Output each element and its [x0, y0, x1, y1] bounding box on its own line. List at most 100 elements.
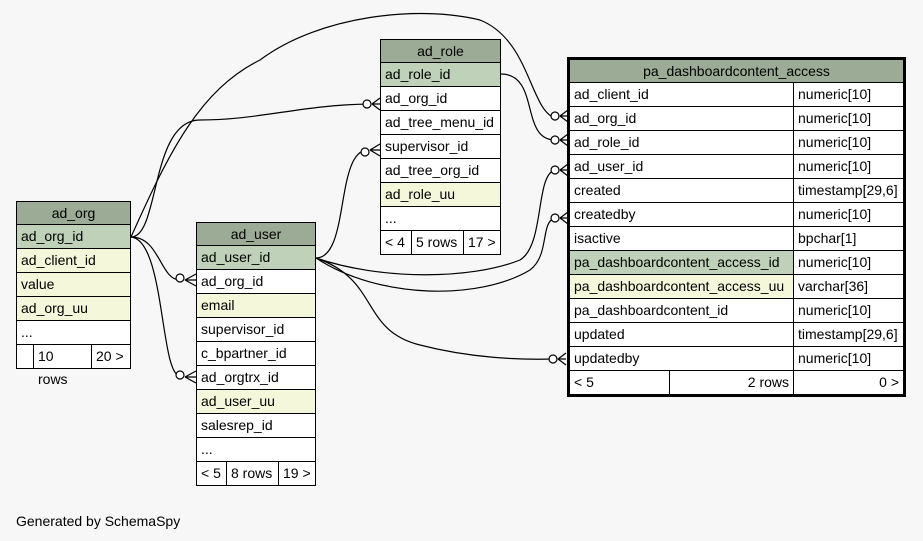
- column-name: updated: [570, 323, 794, 346]
- column-type: numeric[10]: [798, 110, 872, 126]
- column-row: ad_user_id: [197, 246, 315, 270]
- footer-prev[interactable]: < 5: [197, 462, 227, 485]
- column-name: ad_role_id: [570, 131, 794, 154]
- column-row: ad_role_id: [381, 63, 500, 87]
- link-end-circle: [550, 135, 560, 145]
- column-type: numeric[10]: [798, 134, 872, 150]
- column-name: pa_dashboardcontent_access_uu: [570, 275, 794, 298]
- crowfoot-arrow: [559, 133, 569, 147]
- column-type: numeric[10]: [798, 206, 872, 222]
- link-org-user-org: [130, 236, 181, 281]
- crowfoot-arrow: [559, 163, 569, 177]
- column-row: salesrep_id: [197, 414, 315, 438]
- table-title: ad_user: [197, 223, 315, 246]
- crowfoot-arrow: [371, 97, 381, 111]
- link-end-circle: [548, 354, 558, 364]
- crowfoot-arrow: [559, 109, 569, 123]
- link-user-pa-createdby: [315, 217, 556, 292]
- column-type: varchar[36]: [798, 278, 869, 294]
- footer-prev[interactable]: < 5: [570, 371, 670, 394]
- column-row: ad_user_uu: [197, 390, 315, 414]
- column-name: created: [570, 179, 794, 202]
- column-row: email: [197, 294, 315, 318]
- column-row: ...: [197, 438, 315, 462]
- column-name: pa_dashboardcontent_id: [570, 299, 794, 322]
- table-title: ad_org: [17, 202, 130, 225]
- footer-rows: 2 rows: [670, 371, 794, 394]
- column-type: numeric[10]: [798, 158, 872, 174]
- column-row: ad_org_uu: [17, 297, 130, 321]
- crowfoot-arrow: [184, 273, 197, 287]
- column-name: ad_client_id: [570, 83, 794, 106]
- column-name: pa_dashboardcontent_access_id: [570, 251, 794, 274]
- column-type: numeric[10]: [798, 254, 872, 270]
- column-row: ad_org_id: [381, 87, 500, 111]
- table-footer: < 5 8 rows 19 >: [197, 462, 315, 485]
- link-end-circle: [175, 370, 185, 380]
- table-ad-user[interactable]: ad_user ad_user_id ad_org_id email super…: [196, 222, 316, 486]
- column-row: supervisor_id: [197, 318, 315, 342]
- footer-prev[interactable]: < 4: [381, 231, 412, 254]
- column-type: numeric[10]: [798, 302, 872, 318]
- table-footer: < 5 2 rows 0 >: [570, 371, 903, 394]
- crowfoot-arrow: [557, 352, 567, 366]
- crowfoot-arrow: [369, 143, 381, 157]
- table-footer: < 4 5 rows 17 >: [381, 231, 500, 254]
- footer-next[interactable]: 20 >: [96, 348, 124, 364]
- link-org-role: [130, 103, 371, 238]
- footer-rows: 8 rows: [227, 462, 279, 485]
- column-row: ad_role_uu: [381, 183, 500, 207]
- column-row: supervisor_id: [381, 135, 500, 159]
- table-title: pa_dashboardcontent_access: [570, 60, 903, 83]
- link-end-circle: [175, 273, 185, 283]
- column-row: ...: [381, 207, 500, 231]
- link-end-circle: [550, 111, 560, 121]
- crowfoot-arrow: [559, 211, 569, 225]
- column-name: ad_org_id: [570, 107, 794, 130]
- column-name: ad_user_id: [570, 155, 794, 178]
- column-row: c_bpartner_id: [197, 342, 315, 366]
- column-name: createdby: [570, 203, 794, 226]
- link-role-pa-role: [500, 73, 556, 141]
- column-type: numeric[10]: [798, 86, 872, 102]
- table-ad-role[interactable]: ad_role ad_role_id ad_org_id ad_tree_men…: [380, 39, 501, 255]
- column-row: ad_tree_menu_id: [381, 111, 500, 135]
- column-name: isactive: [570, 227, 794, 250]
- column-row: ad_orgtrx_id: [197, 366, 315, 390]
- generated-by-label: Generated by SchemaSpy: [16, 513, 181, 529]
- column-type: timestamp[29,6]: [798, 182, 898, 198]
- link-end-circle: [360, 147, 370, 157]
- table-footer: 10 rows 20 >: [17, 345, 130, 387]
- column-row: ...: [17, 321, 130, 345]
- column-row: ad_tree_org_id: [381, 159, 500, 183]
- footer-prev: [17, 345, 34, 368]
- crowfoot-arrow: [184, 370, 197, 384]
- link-end-circle: [362, 99, 372, 109]
- footer-rows: 10 rows: [34, 345, 92, 387]
- column-type: timestamp[29,6]: [798, 326, 898, 342]
- link-user-pa-user: [315, 169, 556, 276]
- footer-rows: 5 rows: [412, 231, 464, 254]
- footer-next[interactable]: 17 >: [468, 234, 496, 250]
- link-org-user-orgtrx: [130, 236, 181, 377]
- footer-next[interactable]: 19 >: [283, 465, 311, 481]
- table-title: ad_role: [381, 40, 500, 63]
- link-end-circle: [550, 213, 560, 223]
- footer-next[interactable]: 0 >: [879, 374, 899, 390]
- table-ad-org[interactable]: ad_org ad_org_id ad_client_id value ad_o…: [16, 201, 131, 387]
- link-user-role-supervisor: [315, 149, 369, 259]
